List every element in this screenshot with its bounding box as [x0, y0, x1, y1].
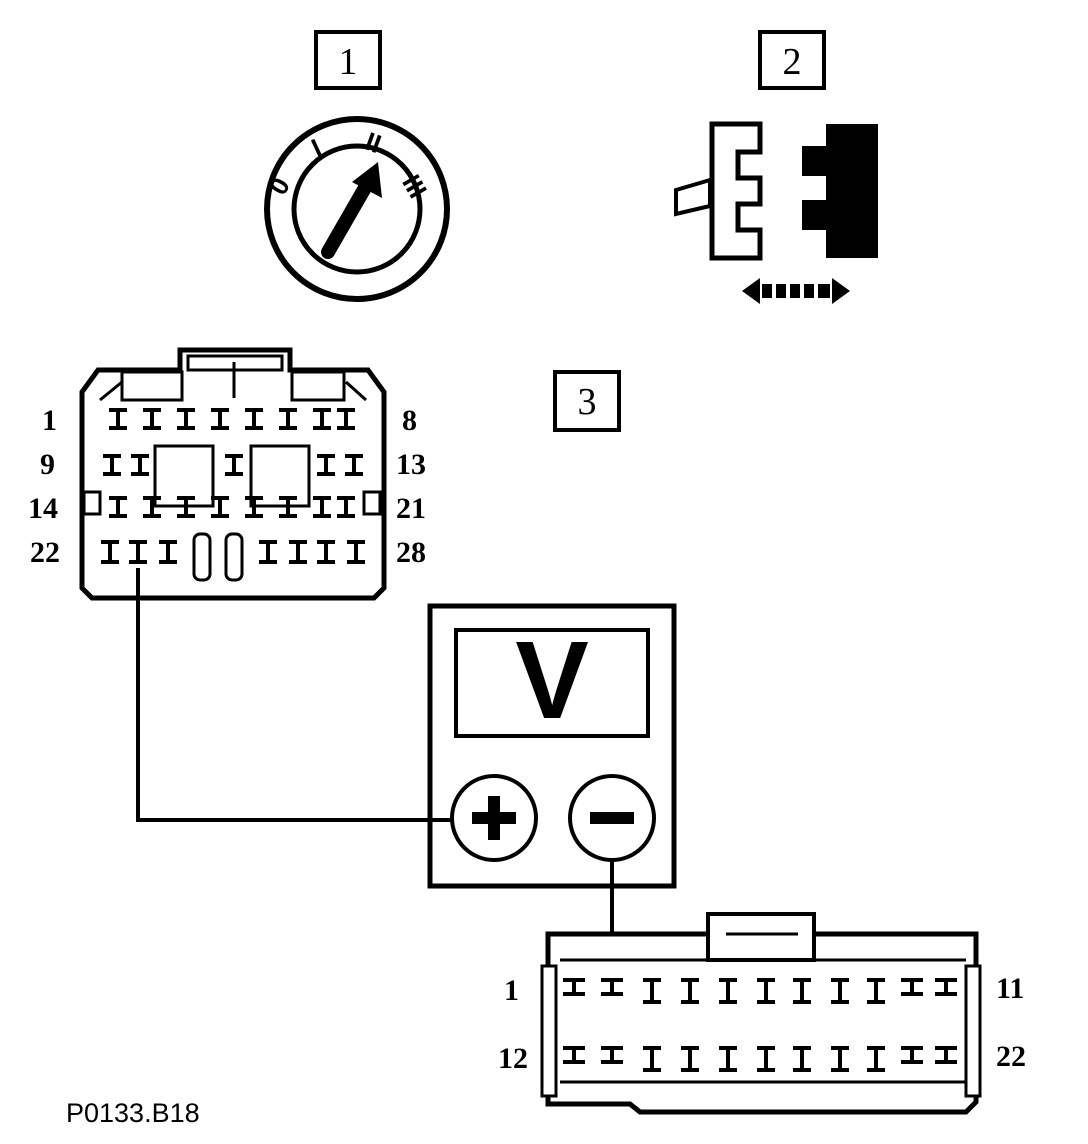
pin-terminal [901, 978, 923, 996]
step-3-box: 3 [553, 370, 621, 432]
pin-terminal [563, 1046, 585, 1064]
pin-terminal [159, 540, 177, 564]
connector-28-label-9: 9 [40, 448, 55, 481]
connector-28-label-28: 28 [396, 536, 426, 569]
pin-terminal [177, 408, 195, 430]
connector-28-pin: 1 9 14 22 8 13 21 28 [28, 347, 426, 601]
pin-terminal [793, 978, 811, 1004]
pin-terminal [245, 408, 263, 430]
pin-terminal [101, 540, 119, 564]
connector-22-label-1: 1 [504, 974, 519, 1007]
pin-terminal [313, 496, 331, 518]
positive-test-lead [136, 568, 452, 822]
pin-terminal [225, 454, 243, 476]
pin-terminal [337, 496, 355, 518]
connector-28-label-13: 13 [396, 448, 426, 481]
plus-terminal-icon [450, 774, 538, 862]
pin-terminal [601, 1046, 623, 1064]
pin-terminal [831, 1046, 849, 1072]
pin-terminal [681, 978, 699, 1004]
ignition-switch-icon: 0 I II III [263, 116, 450, 302]
pin-terminal [681, 1046, 699, 1072]
pin-terminal [867, 1046, 885, 1072]
pin-terminal [143, 408, 161, 430]
step-2-label: 2 [783, 41, 802, 83]
step-3-label: 3 [578, 381, 597, 423]
pin-terminal [177, 496, 195, 518]
voltmeter: V [427, 603, 677, 889]
pin-terminal [901, 1046, 923, 1064]
double-arrow-icon [742, 278, 850, 304]
pin-terminal [757, 978, 775, 1004]
pin-terminal [719, 978, 737, 1004]
pin-terminal [643, 1046, 661, 1072]
pin-terminal [143, 496, 161, 518]
connector-28-label-22: 22 [30, 536, 60, 569]
connector-22-label-22: 22 [996, 1040, 1026, 1073]
minus-terminal-icon [568, 774, 656, 862]
pin-terminal [279, 496, 297, 518]
step-1-label: 1 [339, 41, 358, 83]
pin-terminal [719, 1046, 737, 1072]
connector-22-label-11: 11 [996, 972, 1024, 1005]
pin-terminal [563, 978, 585, 996]
figure-reference: P0133.B18 [66, 1098, 200, 1128]
pin-terminal [279, 408, 297, 430]
step-1-box: 1 [314, 30, 382, 90]
pin-terminal [313, 408, 331, 430]
ignition-position-1: I [307, 133, 326, 163]
ignition-position-2: II [361, 126, 385, 159]
pin-terminal [935, 1046, 957, 1064]
pin-terminal [317, 454, 335, 476]
pin-terminal [347, 540, 365, 564]
pin-terminal [757, 1046, 775, 1072]
connector-28-label-1: 1 [42, 404, 57, 437]
pin-terminal [245, 496, 263, 518]
pin-terminal [131, 454, 149, 476]
connector-22-pin: 1 12 11 22 [498, 912, 1026, 1115]
pin-terminal [211, 496, 229, 518]
pin-terminal [643, 978, 661, 1004]
step-2-box: 2 [758, 30, 826, 90]
pin-terminal [337, 408, 355, 430]
pin-terminal [935, 978, 957, 996]
connector-28-pin-terminals [101, 408, 365, 564]
voltmeter-display: V [515, 619, 588, 742]
pin-terminal [109, 408, 127, 430]
connector-28-label-21: 21 [396, 492, 426, 525]
connector-disconnect-icon [674, 121, 878, 304]
pin-terminal [601, 978, 623, 996]
pin-terminal [831, 978, 849, 1004]
connector-28-label-14: 14 [28, 492, 58, 525]
pin-terminal [211, 408, 229, 430]
pin-terminal [129, 540, 147, 564]
connector-28-label-8: 8 [402, 404, 417, 437]
pin-terminal [103, 454, 121, 476]
connector-22-label-12: 12 [498, 1042, 528, 1075]
pin-terminal [867, 978, 885, 1004]
pin-terminal [793, 1046, 811, 1072]
pin-terminal [289, 540, 307, 564]
pin-terminal [345, 454, 363, 476]
connector-22-pin-terminals [563, 978, 957, 1072]
ignition-position-3: III [396, 169, 433, 203]
pin-terminal [317, 540, 335, 564]
pin-terminal [259, 540, 277, 564]
pin-terminal [109, 496, 127, 518]
